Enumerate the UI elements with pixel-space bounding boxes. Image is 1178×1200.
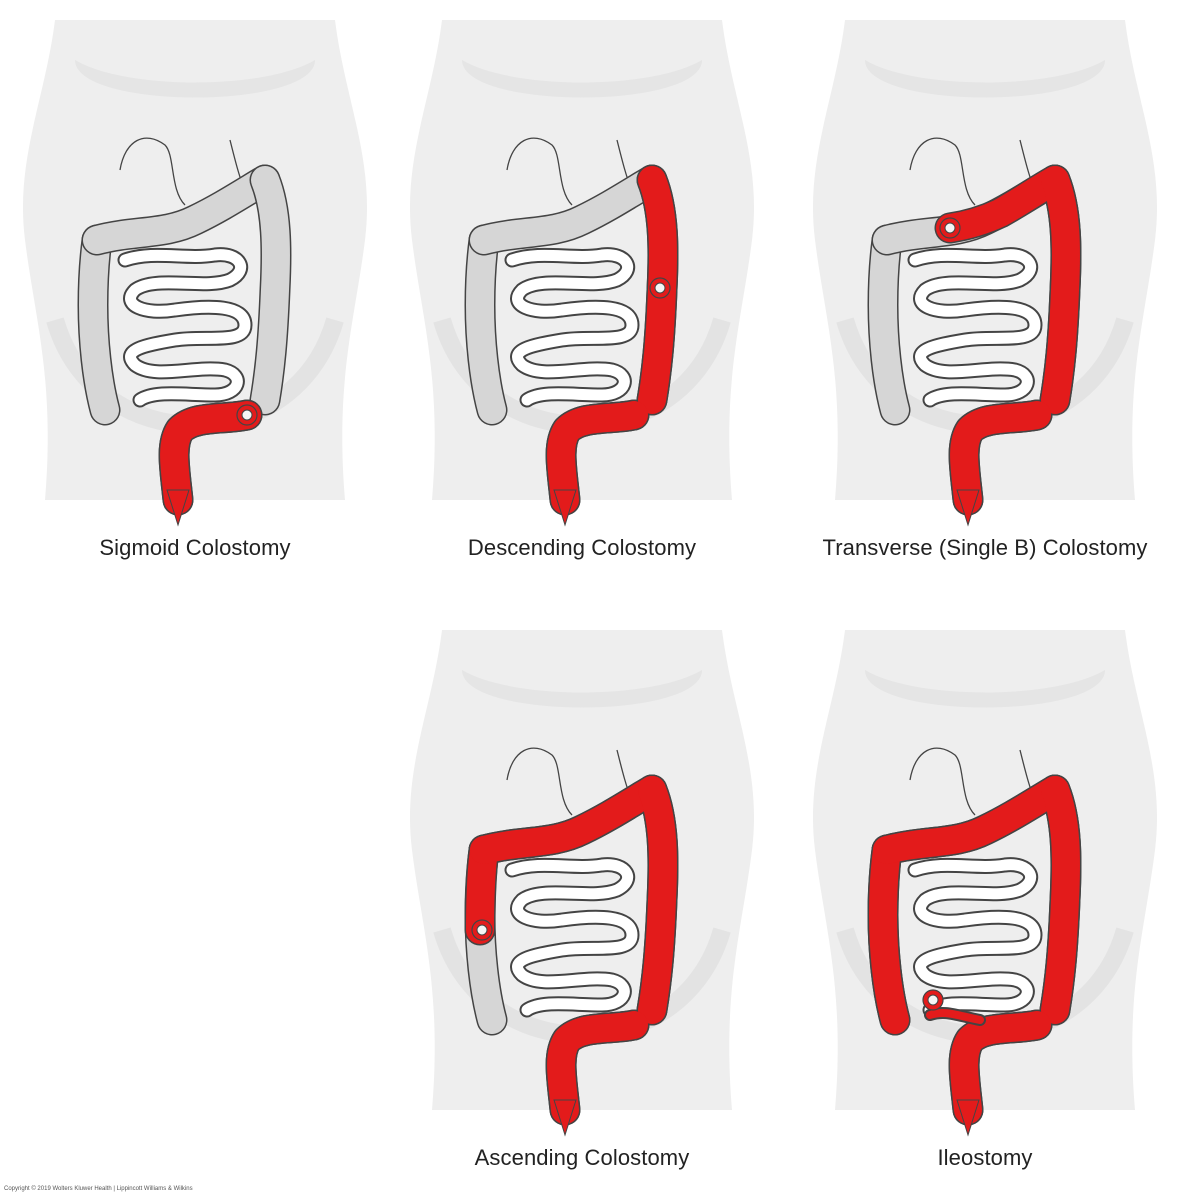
caption-ascending-colostomy: Ascending Colostomy <box>474 1145 690 1170</box>
anatomy-group <box>409 20 755 527</box>
rectum-tip <box>956 1099 980 1137</box>
copyright-notice: Copyright © 2019 Wolters Kluwer Health |… <box>4 1186 193 1192</box>
chest-shadow <box>865 60 1105 98</box>
highlight-transverse <box>873 776 1069 864</box>
panel-ileostomy: Ileostomy <box>805 630 1165 1190</box>
torso-illustration <box>812 20 1158 527</box>
anatomy-group <box>409 630 755 1137</box>
torso-illustration <box>22 20 368 527</box>
highlight-transverse <box>470 776 666 864</box>
colon-ascending <box>869 226 909 424</box>
colon-descending <box>251 166 290 414</box>
chest-shadow <box>462 670 702 708</box>
stomach-outline <box>506 137 573 206</box>
chest-shadow <box>865 670 1105 708</box>
small-intestine <box>506 249 638 406</box>
small-intestine <box>119 249 251 406</box>
ileum-highlight <box>926 1008 984 1024</box>
anatomy-group <box>22 20 368 527</box>
caption-sigmoid-colostomy: Sigmoid Colostomy <box>99 535 291 560</box>
caption-transverse-colostomy: Transverse (Single B) Colostomy <box>822 535 1148 560</box>
small-intestine <box>909 859 1041 1016</box>
highlight-sigmoid <box>547 401 648 514</box>
caption-ileostomy: Ileostomy <box>937 1145 1033 1170</box>
highlight-sigmoid <box>950 1011 1051 1124</box>
chest-shadow <box>462 60 702 98</box>
colon-ascending <box>466 226 506 424</box>
stoma-opening <box>654 282 666 294</box>
torso-illustration <box>812 630 1158 1137</box>
highlight-transverse_part <box>936 166 1069 242</box>
highlight-sigmoid <box>160 401 261 514</box>
stomach-outline <box>119 137 186 206</box>
small-intestine <box>506 859 638 1016</box>
stomach-outline <box>909 747 976 816</box>
stoma-opening <box>944 222 956 234</box>
stoma-opening <box>241 409 253 421</box>
chest-shadow <box>75 60 315 98</box>
colon-transverse <box>470 166 666 254</box>
panel-sigmoid-colostomy: Sigmoid Colostomy <box>15 20 375 580</box>
stomach-outline <box>909 137 976 206</box>
small-intestine <box>909 249 1041 406</box>
highlight-sigmoid <box>950 401 1051 514</box>
highlight-descending <box>1041 776 1080 1024</box>
anatomy-group <box>812 20 1158 527</box>
highlight-sigmoid <box>547 1011 648 1124</box>
torso-illustration <box>409 630 755 1137</box>
stomach-outline <box>506 747 573 816</box>
anatomy-group <box>812 630 1158 1137</box>
rectum-tip <box>166 489 190 527</box>
stoma-opening <box>927 994 939 1006</box>
panel-descending-colostomy: Descending Colostomy <box>402 20 762 580</box>
rectum-tip <box>553 489 577 527</box>
highlight-ascending <box>869 836 909 1034</box>
panel-transverse-colostomy: Transverse (Single B) Colostomy <box>805 20 1165 580</box>
caption-descending-colostomy: Descending Colostomy <box>467 535 697 560</box>
stoma-opening <box>476 924 488 936</box>
colon-ascending <box>79 226 119 424</box>
rectum-tip <box>956 489 980 527</box>
panel-ascending-colostomy: Ascending Colostomy <box>402 630 762 1190</box>
colon-transverse <box>83 166 279 254</box>
torso-illustration <box>409 20 755 527</box>
highlight-descending <box>638 776 677 1024</box>
rectum-tip <box>553 1099 577 1137</box>
highlight-descending <box>1041 166 1080 414</box>
